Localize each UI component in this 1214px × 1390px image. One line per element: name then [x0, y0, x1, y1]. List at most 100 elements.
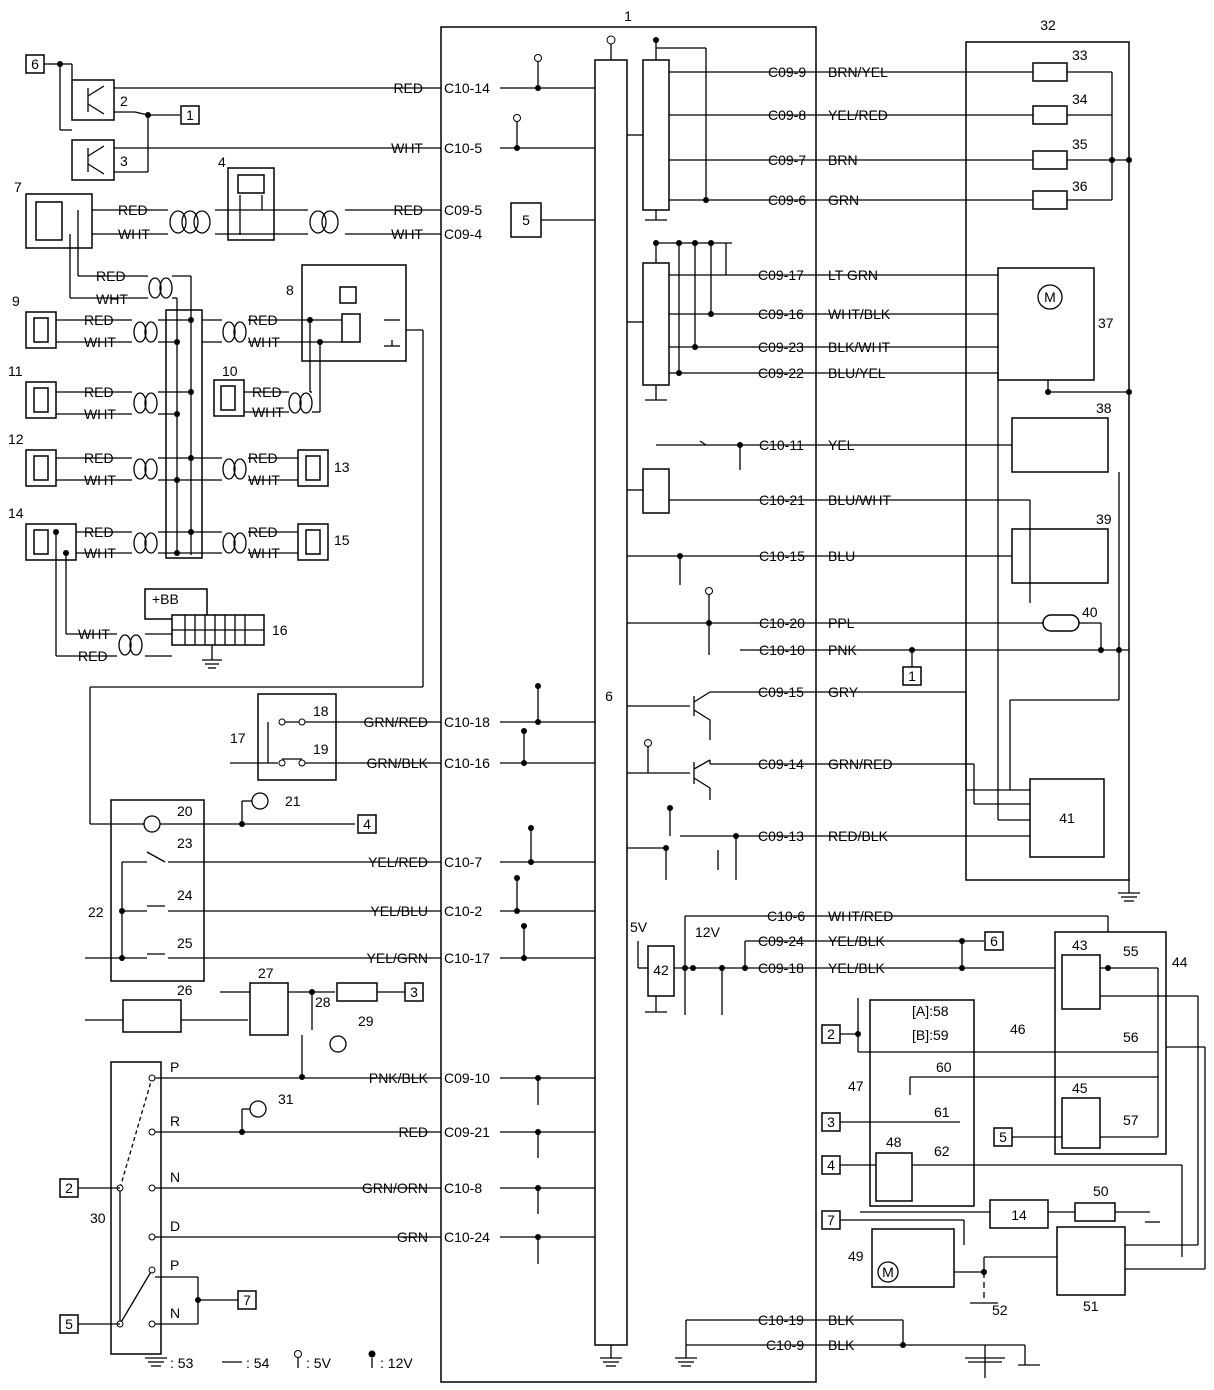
- svg-text:C10-11: C10-11: [759, 437, 804, 453]
- svg-text:21: 21: [285, 793, 301, 809]
- svg-text:43: 43: [1072, 937, 1088, 953]
- svg-text:WHT: WHT: [118, 226, 150, 242]
- svg-text:31: 31: [278, 1091, 294, 1107]
- svg-text:44: 44: [1172, 954, 1188, 970]
- svg-text:4: 4: [218, 154, 226, 170]
- svg-text:5: 5: [65, 1316, 73, 1332]
- svg-text:50: 50: [1093, 1183, 1109, 1199]
- svg-text:C10-5: C10-5: [444, 140, 482, 156]
- svg-text:7: 7: [243, 1292, 251, 1308]
- svg-text:RED: RED: [248, 524, 278, 540]
- svg-text:C09-21: C09-21: [444, 1124, 490, 1140]
- ecm-internal-label: 6: [605, 688, 613, 704]
- svg-text:40: 40: [1082, 604, 1098, 620]
- svg-text:C10-17: C10-17: [444, 950, 490, 966]
- svg-text:GRN/BLK: GRN/BLK: [367, 755, 429, 771]
- ref-box-1b: [902, 666, 922, 686]
- svg-text:C10-16: C10-16: [444, 755, 490, 771]
- svg-text:16: 16: [272, 622, 288, 638]
- svg-text:1: 1: [908, 668, 916, 684]
- sensor-40: [1042, 614, 1080, 632]
- svg-text:: 5V: : 5V: [306, 1355, 332, 1371]
- svg-text:D: D: [170, 1218, 180, 1234]
- svg-text:38: 38: [1096, 400, 1112, 416]
- svg-text:C10-21: C10-21: [759, 492, 805, 508]
- svg-text:7: 7: [14, 179, 22, 195]
- component-8: 8: [286, 264, 407, 362]
- ref-box-3: [404, 982, 424, 1002]
- coil-36: [1032, 190, 1068, 210]
- svg-text:C10-2: C10-2: [444, 903, 482, 919]
- svg-text:12: 12: [8, 431, 24, 447]
- svg-text:37: 37: [1098, 315, 1114, 331]
- svg-text:C09-14: C09-14: [758, 756, 804, 772]
- svg-text:C09-15: C09-15: [758, 684, 804, 700]
- svg-text:WHT: WHT: [391, 226, 423, 242]
- dlc-connector-16: +BB 16: [144, 588, 288, 669]
- svg-text:C09-24: C09-24: [758, 933, 804, 949]
- coil-35: [1032, 150, 1068, 170]
- svg-text:GRN/RED: GRN/RED: [363, 714, 428, 730]
- can-junction: [165, 309, 203, 559]
- ecm-module: 1 6: [440, 8, 817, 1383]
- svg-text:48: 48: [886, 1134, 902, 1150]
- relay-48: [875, 1152, 913, 1202]
- component-4: 4: [218, 154, 275, 241]
- svg-text:RED: RED: [84, 524, 114, 540]
- svg-text:[B]:59: [B]:59: [912, 1027, 949, 1043]
- svg-text:62: 62: [934, 1143, 950, 1159]
- svg-text:N: N: [170, 1305, 180, 1321]
- switch-50: [1074, 1202, 1116, 1222]
- sensor-3: 3: [71, 139, 128, 181]
- svg-text:26: 26: [177, 982, 193, 998]
- svg-text:17: 17: [230, 730, 246, 746]
- svg-text:30: 30: [90, 1210, 106, 1226]
- switch-28: [336, 982, 378, 1002]
- gear-switch-30: [110, 1061, 162, 1355]
- svg-text:C10-10: C10-10: [759, 642, 805, 658]
- svg-text:C10-20: C10-20: [759, 615, 805, 631]
- svg-text:WHT: WHT: [84, 472, 116, 488]
- legend: : 53 : 54 : 5V : 12V: [145, 1350, 413, 1371]
- svg-text:3: 3: [827, 1114, 835, 1130]
- relay-26: [122, 999, 182, 1033]
- svg-text:[A]:58: [A]:58: [912, 1003, 949, 1019]
- svg-text:2: 2: [120, 93, 128, 109]
- svg-text:12V: 12V: [695, 924, 721, 940]
- relay-43: [1061, 954, 1101, 1010]
- ecm-driver-b: [642, 262, 670, 386]
- svg-text:3: 3: [120, 153, 128, 169]
- svg-text:YEL/RED: YEL/RED: [368, 854, 428, 870]
- svg-text:18: 18: [313, 703, 329, 719]
- svg-text:N: N: [170, 1169, 180, 1185]
- svg-text:RED: RED: [248, 312, 278, 328]
- svg-text:33: 33: [1072, 47, 1088, 63]
- svg-text:M: M: [882, 1264, 894, 1280]
- ref-box-6b: [984, 931, 1004, 951]
- svg-text:WHT: WHT: [248, 472, 280, 488]
- ref-box-1a: [180, 105, 200, 125]
- svg-text:P: P: [170, 1257, 179, 1273]
- svg-text:C09-13: C09-13: [758, 828, 804, 844]
- coil-33: [1032, 62, 1068, 82]
- component-7: 7: [14, 179, 93, 249]
- svg-text:WHT: WHT: [252, 404, 284, 420]
- svg-text:6: 6: [990, 933, 998, 949]
- twisted-pairs: [118, 210, 339, 656]
- svg-text:WHT: WHT: [248, 545, 280, 561]
- svg-text:27: 27: [258, 965, 274, 981]
- svg-text:C09-6: C09-6: [768, 192, 806, 208]
- svg-text:C09-9: C09-9: [768, 64, 806, 80]
- svg-text:14: 14: [8, 505, 24, 521]
- svg-text:36: 36: [1072, 178, 1088, 194]
- svg-text:C10-18: C10-18: [444, 714, 490, 730]
- svg-text:5V: 5V: [630, 919, 648, 935]
- svg-text:1: 1: [186, 107, 194, 123]
- svg-text:C09-17: C09-17: [758, 267, 804, 283]
- svg-text:6: 6: [31, 56, 39, 72]
- svg-text:RED: RED: [393, 202, 423, 218]
- sensor-2: 2: [71, 79, 128, 121]
- svg-text:22: 22: [88, 904, 104, 920]
- svg-text:55: 55: [1123, 943, 1139, 959]
